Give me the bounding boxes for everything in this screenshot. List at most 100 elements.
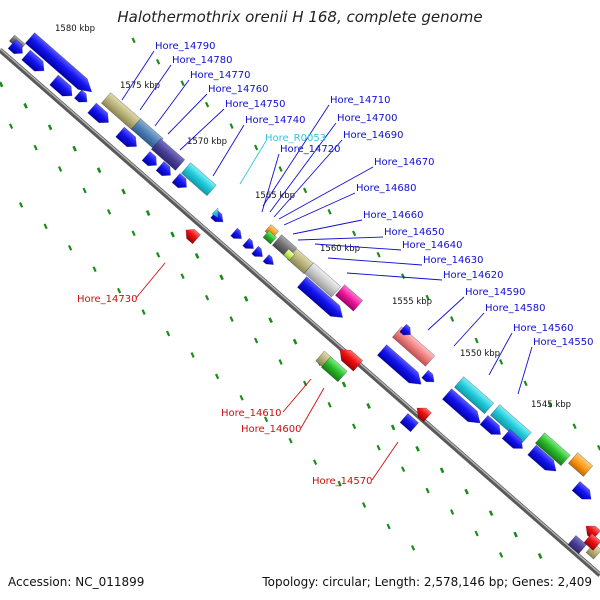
- gene-arrow-forward: [210, 209, 224, 223]
- scale-tick-mark: [390, 424, 396, 431]
- scale-tick-mark: [513, 531, 518, 538]
- gene-label-forward[interactable]: Hore_14690: [343, 130, 404, 141]
- scale-tick-mark: [548, 401, 553, 408]
- scale-tick-mark: [401, 273, 406, 280]
- scale-tick-mark: [82, 187, 87, 194]
- gene-label-forward[interactable]: Hore_14680: [356, 183, 417, 194]
- gene-label-reverse[interactable]: Hore_14600: [241, 424, 302, 435]
- gene-block-lime: [282, 248, 296, 261]
- gene-label-forward[interactable]: Hore_14590: [465, 287, 526, 298]
- scale-tick-mark: [194, 252, 200, 259]
- gene-label-reverse[interactable]: Hore_14730: [77, 294, 138, 305]
- gene-label-rna[interactable]: Hore_R0053: [265, 133, 326, 144]
- scale-tick-mark: [180, 80, 185, 87]
- scale-tick-mark: [327, 401, 332, 408]
- scale-tick-mark: [415, 445, 420, 452]
- gene-block-red: [583, 533, 600, 551]
- gene-label-forward[interactable]: Hore_14660: [363, 210, 424, 221]
- scale-tick-mark: [474, 337, 479, 344]
- gene-block-magenta: [334, 284, 364, 312]
- scale-tick-mark: [572, 423, 577, 430]
- scale-tick-mark: [411, 545, 416, 551]
- gene-label-forward[interactable]: Hore_14580: [485, 303, 546, 314]
- scale-tick-mark: [288, 437, 293, 444]
- leader-line: [283, 192, 356, 226]
- gene-arrow-reverse: [416, 407, 432, 423]
- gene-block-cyan: [489, 404, 532, 444]
- gene-arrow-forward: [115, 126, 137, 148]
- tick-label: 1545 kbp: [531, 400, 571, 410]
- gene-label-forward[interactable]: Hore_14790: [155, 41, 216, 52]
- gene-block-green: [320, 356, 348, 383]
- gene-arrow-reverse: [339, 349, 364, 372]
- gene-arrow-forward: [141, 151, 157, 167]
- scale-tick-mark: [352, 423, 357, 430]
- gene-label-forward[interactable]: Hore_14640: [402, 240, 463, 251]
- scale-tick-mark: [439, 467, 445, 474]
- scale-tick-mark: [376, 444, 381, 451]
- gene-label-reverse[interactable]: Hore_14570: [312, 476, 373, 487]
- gene-label-forward[interactable]: Hore_14780: [172, 55, 233, 66]
- gene-block-purple: [567, 535, 587, 555]
- scale-tick-mark: [474, 530, 479, 537]
- leader-line: [273, 139, 343, 218]
- leader-line: [121, 50, 155, 101]
- scale-tick-mark: [131, 230, 136, 237]
- scale-tick-mark: [92, 266, 97, 273]
- rna-feature: [211, 207, 219, 219]
- gene-arrow-forward: [73, 89, 88, 103]
- gene-arrow-reverse: [185, 229, 201, 245]
- gene-label-forward[interactable]: Hore_14700: [337, 113, 398, 124]
- gene-label-forward[interactable]: Hore_14620: [443, 270, 504, 281]
- gene-label-forward[interactable]: Hore_14710: [330, 95, 391, 106]
- scale-tick-mark: [166, 330, 171, 337]
- leader-line: [300, 387, 325, 429]
- gene-label-forward[interactable]: Hore_14630: [423, 255, 484, 266]
- scale-tick-mark: [425, 487, 430, 494]
- scale-tick-mark: [278, 166, 283, 172]
- gene-arrow-forward: [242, 237, 254, 249]
- scale-tick-mark: [278, 359, 283, 365]
- gene-arrow-forward: [7, 39, 23, 55]
- gene-block-orange: [567, 452, 594, 477]
- gene-block-salmon: [391, 326, 436, 367]
- scale-tick-mark: [499, 552, 504, 558]
- leader-line: [427, 296, 465, 331]
- gene-features: [7, 32, 600, 560]
- scale-tick-mark: [180, 273, 185, 280]
- gene-label-forward[interactable]: Hore_14740: [245, 115, 306, 126]
- scale-tick-mark: [425, 294, 430, 301]
- gene-label-forward[interactable]: Hore_14750: [225, 99, 286, 110]
- scale-tick-mark: [386, 523, 391, 530]
- tick-label: 1570 kbp: [187, 137, 227, 147]
- leader-line: [212, 124, 245, 177]
- tick-label: 1555 kbp: [392, 297, 432, 307]
- gene-label-forward[interactable]: Hore_14770: [190, 70, 251, 81]
- scale-tick-mark: [43, 223, 48, 230]
- gene-label-forward[interactable]: Hore_14720: [280, 144, 341, 155]
- scale-tick-mark: [219, 274, 224, 281]
- gene-label-reverse[interactable]: Hore_14610: [221, 408, 282, 419]
- gene-labels: Hore_14790Hore_14780Hore_14770Hore_14760…: [77, 41, 594, 487]
- leader-line: [488, 332, 513, 376]
- gene-label-forward[interactable]: Hore_14760: [208, 84, 269, 95]
- leader-line: [261, 153, 280, 213]
- gene-label-forward[interactable]: Hore_14670: [374, 157, 435, 168]
- gene-label-forward[interactable]: Hore_14560: [513, 323, 574, 334]
- map-title: Halothermothrix orenii H 168, complete g…: [117, 8, 482, 26]
- gene-label-forward[interactable]: Hore_14550: [533, 337, 594, 348]
- gene-arrow-forward: [376, 344, 422, 385]
- scale-tick-mark: [229, 123, 234, 129]
- leader-line: [282, 378, 312, 413]
- scale-tick-mark: [523, 380, 528, 387]
- gene-arrow-forward: [421, 369, 435, 383]
- leader-line: [179, 108, 225, 151]
- leader-line: [154, 79, 190, 127]
- gene-label-forward[interactable]: Hore_14650: [384, 227, 445, 238]
- tick-label: 1565 kbp: [255, 191, 295, 201]
- scale-tick-mark: [141, 309, 146, 315]
- scale-tick-mark: [117, 287, 122, 294]
